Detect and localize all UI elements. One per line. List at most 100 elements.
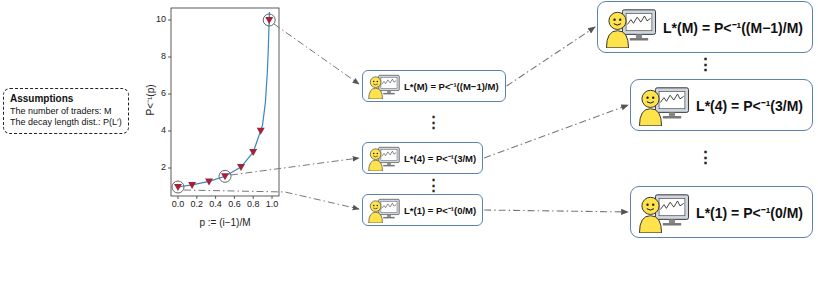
trader-icon (637, 84, 691, 126)
screen (381, 150, 397, 161)
monitor-base (630, 38, 648, 40)
monitor-stand (387, 215, 391, 217)
tick-label: 2 (161, 163, 166, 173)
assumption-line: The number of traders: M (10, 106, 122, 118)
price-chart (382, 203, 397, 208)
monitor-base (383, 217, 394, 219)
trader-eye (373, 153, 374, 154)
threshold-formula: L*(4) = P<⁻¹(3/M) (404, 152, 476, 165)
trader-box: L*(M) = P<⁻¹((M−1)/M) (362, 70, 506, 102)
formula-holder: L*(1) = P<⁻¹(0/M) (404, 204, 476, 217)
tick-label: 0.0 (172, 200, 185, 210)
dashdot-arrow (484, 105, 628, 158)
formula-holder: L*(4) = P<⁻¹(3/M) (404, 152, 476, 165)
monitor-base (383, 165, 394, 167)
axis-ticks (168, 20, 272, 199)
monitor-base (663, 116, 681, 118)
axis-label: P<⁻¹(p) (145, 84, 156, 115)
trader-box: L*(4) = P<⁻¹(3/M) (630, 79, 813, 131)
price-chart (660, 94, 683, 103)
trader-smile (373, 155, 377, 157)
monitor-base (663, 223, 681, 225)
trader-eye (646, 203, 648, 205)
plot-frame (171, 8, 279, 196)
threshold-formula: L*(M) = P<⁻¹((M−1)/M) (663, 18, 803, 37)
tick-label: 6 (161, 89, 166, 99)
price-chart (382, 79, 397, 84)
trader-icon (367, 197, 401, 223)
formula-holder: L*(1) = P<⁻¹(0/M) (696, 203, 803, 222)
trader-box: L*(4) = P<⁻¹(3/M) (362, 142, 483, 174)
trader-eye (652, 96, 654, 98)
ellipsis: ⋮ (697, 56, 714, 75)
monitor (656, 195, 689, 220)
screen (659, 199, 685, 216)
monitor (379, 75, 400, 90)
box-heading: Assumptions (10, 93, 122, 106)
threshold-formula: L*(M) = P<⁻¹((M−1)/M) (404, 80, 499, 93)
trader-head (370, 77, 381, 88)
formula-holder: L*(M) = P<⁻¹((M−1)/M) (663, 18, 803, 37)
trader-head (370, 201, 381, 212)
trader-eye (619, 18, 621, 20)
tick-label: 0.6 (228, 200, 241, 210)
assumption-line: The decay length dist.: P(L′) (10, 117, 122, 129)
trader-body (369, 160, 383, 171)
trader-eye (613, 18, 615, 20)
trader-eye (373, 81, 374, 82)
tick-label: 1.0 (266, 200, 279, 210)
leader-arrows (184, 24, 359, 209)
tick-label: 8 (161, 52, 166, 62)
ellipsis: ⋮ (697, 149, 714, 168)
monitor-stand (669, 219, 675, 223)
dashdot-arrow (507, 27, 595, 86)
tick-label: 4 (161, 126, 166, 136)
formula-holder: L*(M) = P<⁻¹((M−1)/M) (404, 80, 499, 93)
monitor-stand (387, 163, 391, 165)
trader-smile (614, 24, 621, 25)
monitor (656, 88, 689, 113)
threshold-formula: L*(1) = P<⁻¹(0/M) (696, 203, 803, 222)
trader-eye (373, 205, 374, 206)
screen (381, 78, 397, 89)
price-chart (627, 16, 650, 25)
monitor-stand (387, 91, 391, 93)
monitor-stand (669, 112, 675, 116)
tick-label: 10 (156, 15, 166, 25)
sample-markers (174, 17, 273, 191)
highlight-circles (172, 14, 275, 193)
trader-eye (377, 81, 378, 82)
threshold-formula: L*(1) = P<⁻¹(0/M) (404, 204, 476, 217)
trader-icon (367, 145, 401, 171)
trader-box: L*(M) = P<⁻¹((M−1)/M) (597, 1, 813, 53)
monitor (379, 147, 400, 162)
trader-body (607, 31, 629, 48)
trader-icon (367, 73, 401, 99)
monitor (379, 199, 400, 214)
monitor-base (383, 93, 394, 95)
trader-body (369, 212, 383, 223)
trader-box: L*(1) = P<⁻¹(0/M) (630, 186, 813, 238)
tick-label: 0.8 (247, 200, 260, 210)
ellipsis: ⋮ (426, 177, 441, 194)
trader-head (642, 197, 659, 214)
trader-icon (637, 191, 691, 233)
trader-head (370, 149, 381, 160)
monitor (622, 10, 655, 35)
screen (659, 92, 685, 109)
dashdot-arrow (484, 210, 628, 212)
trader-box: L*(1) = P<⁻¹(0/M) (362, 194, 483, 226)
formula-holder: L*(4) = P<⁻¹(3/M) (696, 96, 803, 115)
trader-smile (373, 83, 377, 85)
tick-label: 0.4 (209, 200, 222, 210)
trader-smile (647, 209, 654, 210)
quantile-curve (178, 12, 269, 187)
screen (626, 14, 652, 31)
monitor-stand (636, 34, 642, 38)
trader-head (609, 12, 626, 29)
axis-label: p := (i−1)/M (199, 217, 250, 228)
trader-eye (646, 96, 648, 98)
assumption-box: AssumptionsThe number of traders: MThe d… (3, 88, 129, 134)
screen (381, 202, 397, 213)
